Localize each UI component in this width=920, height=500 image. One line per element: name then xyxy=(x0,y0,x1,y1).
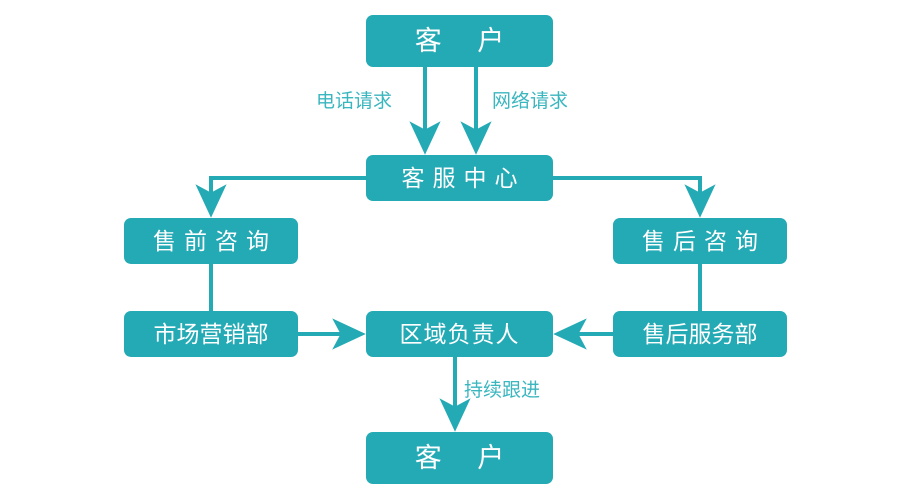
node-customer-bottom-label: 客 户 xyxy=(414,442,519,473)
node-after-sales-service-department-label: 售后服务部 xyxy=(642,320,758,347)
node-aftersales-label: 售后咨询 xyxy=(642,227,766,254)
node-customer-top[interactable]: 客 户 xyxy=(366,15,553,67)
edge-label-phone-request: 电话请求 xyxy=(316,91,393,112)
node-after-sales-service-department[interactable]: 售后服务部 xyxy=(613,311,787,357)
node-service-center-label: 客服中心 xyxy=(401,164,526,191)
node-aftersales[interactable]: 售后咨询 xyxy=(613,218,787,264)
node-marketing-department[interactable]: 市场营销部 xyxy=(124,311,298,357)
node-regional-manager-label: 区域负责人 xyxy=(399,320,520,347)
node-customer-top-label: 客 户 xyxy=(414,25,519,56)
node-presales[interactable]: 售前咨询 xyxy=(124,218,298,264)
node-service-center[interactable]: 客服中心 xyxy=(366,155,553,201)
node-marketing-department-label: 市场营销部 xyxy=(153,320,269,347)
node-regional-manager[interactable]: 区域负责人 xyxy=(366,311,553,357)
node-customer-bottom[interactable]: 客 户 xyxy=(366,432,553,484)
edge-label-network-request: 网络请求 xyxy=(492,91,569,112)
node-presales-label: 售前咨询 xyxy=(153,227,277,254)
edge-center-to-presales xyxy=(195,176,366,218)
edge-center-to-aftersales xyxy=(553,176,716,218)
edge-label-continuous-follow-up: 持续跟进 xyxy=(464,380,541,401)
